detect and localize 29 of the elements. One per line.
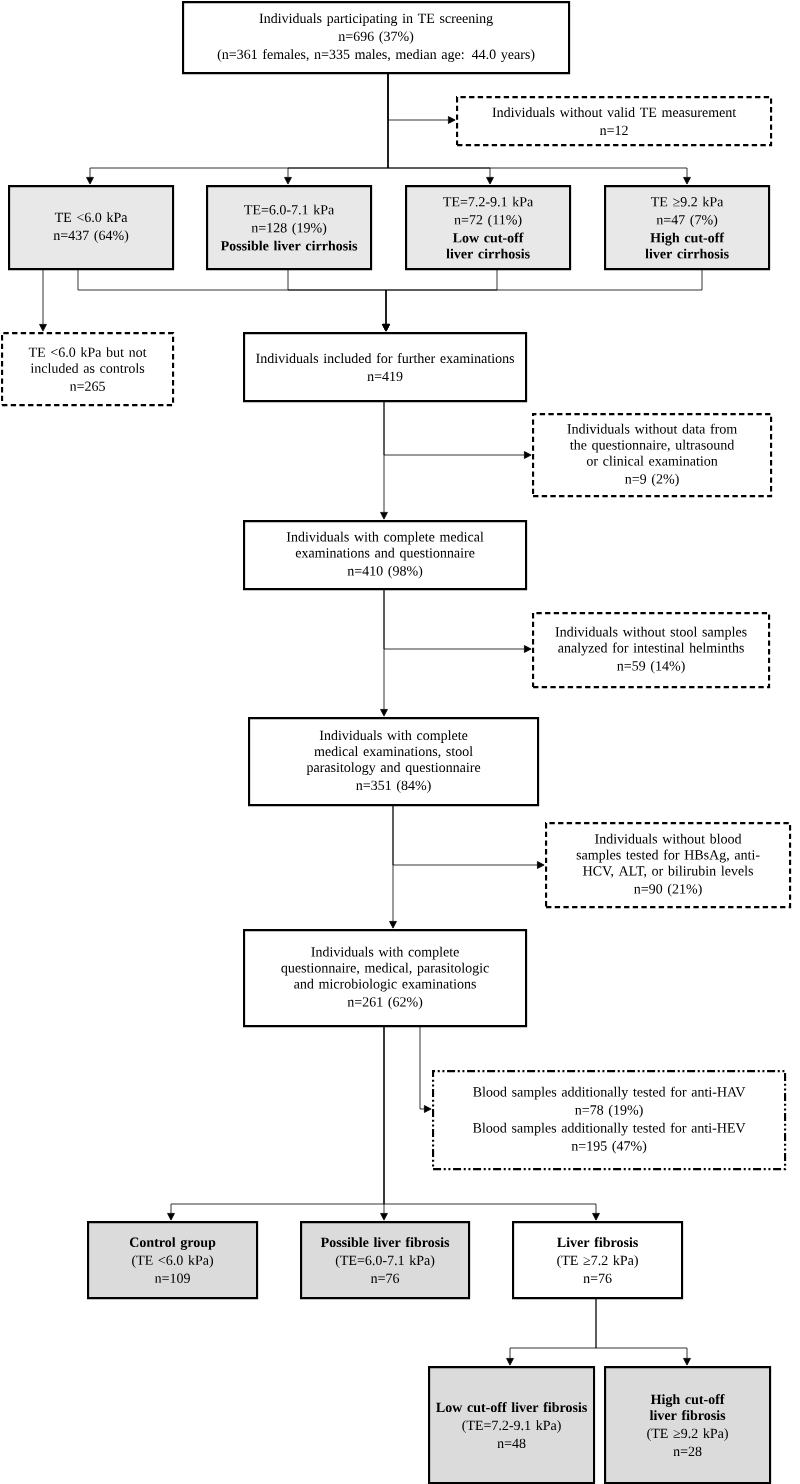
- exclusion-box: TE <6.0 kPa but not included as controls n=265: [1, 332, 175, 407]
- arrow: [419, 1024, 432, 1113]
- process-box: Liver fibrosis (TE ≥7.2 kPa) n=76: [512, 1221, 684, 1300]
- arrow: [39, 267, 47, 332]
- exclusion-box: Individuals without valid TE measurement n=12: [456, 96, 773, 147]
- process-box: Individuals participating in TE screening n=696 (37%) (n=361 females, n=335 males, median age: 44.0 years): [182, 1, 571, 75]
- result-box: TE <6.0 kPa n=437 (64%): [8, 185, 175, 271]
- result-box: TE=6.0-7.1 kPa n=128 (19%) Possible liver cirrhosis: [206, 185, 373, 271]
- arrow: [383, 1024, 600, 1221]
- process-box: Individuals with complete medical examinations, stool parasitology and questionnaire n=351 (84%): [248, 717, 540, 807]
- arrow: [387, 71, 691, 185]
- arrow: [382, 267, 703, 332]
- exclusion-box: Individuals without stool samples analyzed for intestinal helminths n=59 (14%): [532, 612, 771, 689]
- result-box: TE=7.2-9.1 kPa n=72 (11%) Low cut-off liver cirrhosis: [405, 185, 572, 271]
- group-box: Control group (TE <6.0 kPa) n=109: [87, 1221, 259, 1300]
- process-box: Individuals included for further examinations n=419: [243, 332, 528, 403]
- exclusion-box: Individuals without blood samples tested for HBsAg, anti-HCV, ALT, or bilirubin levels n=90 (21%): [545, 822, 792, 909]
- note-box: Blood samples additionally tested for anti-HAV n=78 (19%) Blood samples additionally tested for anti-HEV n=195 (47%): [432, 1070, 787, 1171]
- arrow: [380, 399, 388, 520]
- arrow: [595, 1296, 691, 1366]
- group-box: High cut-off liver fibrosis (TE ≥9.2 kPa) n=28: [604, 1366, 772, 1484]
- result-box: TE ≥9.2 kPa n=47 (7%) High cut-off liver cirrhosis: [604, 185, 771, 271]
- group-box: Possible liver fibrosis (TE=6.0-7.1 kPa) n=76: [300, 1221, 471, 1300]
- exclusion-box: Individuals without data from the questionnaire, ultrasound or clinical examination n=9 (2%): [532, 413, 773, 498]
- group-box: Low cut-off liver fibrosis (TE=7.2-9.1 kPa) n=48: [428, 1366, 596, 1484]
- arrow: [380, 587, 388, 717]
- process-box: Individuals with complete medical examinations and questionnaire n=410 (98%): [243, 520, 528, 591]
- arrow: [389, 803, 397, 929]
- process-box: Individuals with complete questionnaire, medical, parasitologic and microbiologic examinations n=261 (62%): [243, 929, 528, 1028]
